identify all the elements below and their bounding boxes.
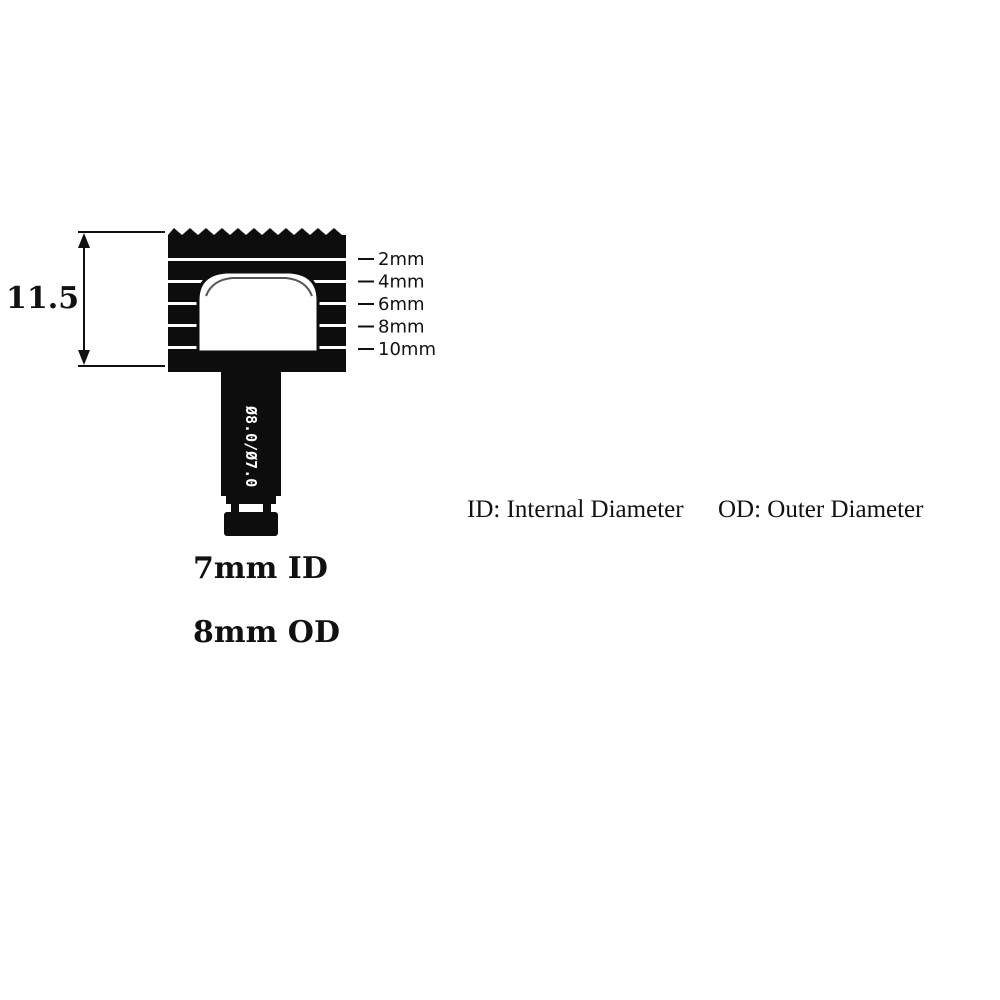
arrow-up-icon bbox=[78, 233, 90, 248]
depth-label: 4mm bbox=[378, 272, 425, 293]
od-caption: 8mm OD bbox=[193, 615, 340, 650]
arrow-down-icon bbox=[78, 350, 90, 365]
id-caption: 7mm ID bbox=[193, 551, 328, 586]
depth-label: 8mm bbox=[378, 317, 425, 338]
shaft-label: Ø8.0/Ø7.0 bbox=[242, 405, 260, 487]
drill-head bbox=[168, 228, 346, 372]
depth-label: 2mm bbox=[378, 249, 425, 270]
saw-teeth bbox=[168, 228, 346, 246]
legend-id: ID: Internal Diameter bbox=[467, 496, 684, 523]
drill-window bbox=[196, 270, 320, 354]
height-dimension: 11.5 bbox=[6, 231, 165, 367]
height-label: 11.5 bbox=[6, 281, 79, 316]
depth-label: 6mm bbox=[378, 294, 425, 315]
legend-od: OD: Outer Diameter bbox=[718, 496, 924, 523]
depth-label: 10mm bbox=[378, 339, 436, 360]
drill-shaft: Ø8.0/Ø7.0 bbox=[221, 370, 281, 536]
